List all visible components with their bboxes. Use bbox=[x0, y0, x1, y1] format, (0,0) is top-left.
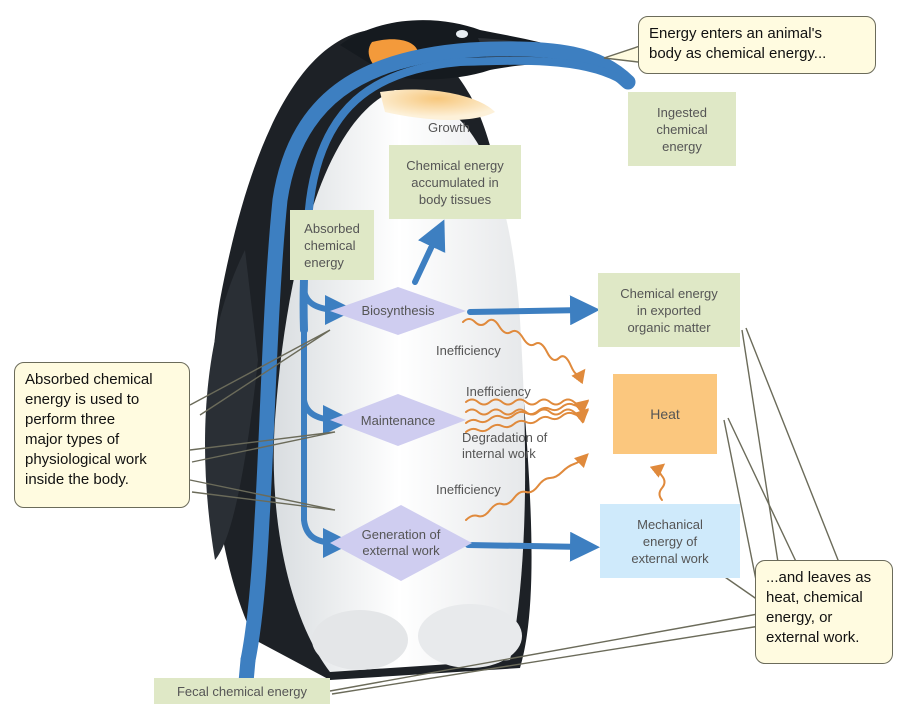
penguin-foot-right bbox=[418, 604, 522, 668]
callout-energy-enters-text: Energy enters an animal's body as chemic… bbox=[649, 25, 826, 62]
heat-box: Heat bbox=[613, 374, 717, 454]
callout-energy-enters: Energy enters an animal's body as chemic… bbox=[638, 16, 876, 74]
arrow-to-mechanical bbox=[468, 545, 585, 547]
mechanical-energy-box: Mechanical energy of external work bbox=[600, 504, 740, 578]
callout-leaves-as-text: ...and leaves as heat, chemical energy, … bbox=[766, 569, 871, 646]
callout-absorbed-used: Absorbed chemical energy is used to perf… bbox=[14, 362, 190, 508]
accumulated-energy-box: Chemical energy accumulated in body tiss… bbox=[389, 145, 521, 219]
heat-arrow-mechanical bbox=[660, 466, 665, 500]
inefficiency-label-3: Inefficiency bbox=[436, 482, 501, 498]
ingested-chemical-energy-box: Ingested chemical energy bbox=[628, 92, 736, 166]
growth-label: Growth bbox=[428, 120, 470, 136]
maintenance-label: Maintenance bbox=[340, 410, 456, 432]
callout-leaves-as: ...and leaves as heat, chemical energy, … bbox=[755, 560, 893, 664]
pointer-leaves-to-mechanical bbox=[722, 575, 758, 600]
fecal-chemical-energy-box: Fecal chemical energy bbox=[154, 678, 330, 704]
mechanical-energy-label: Mechanical energy of external work bbox=[631, 516, 708, 567]
absorbed-chemical-energy-box: Absorbed chemical energy bbox=[290, 210, 374, 280]
heat-label: Heat bbox=[650, 406, 680, 423]
degradation-label: Degradation of internal work bbox=[462, 430, 547, 462]
exported-organic-matter-label: Chemical energy in exported organic matt… bbox=[620, 285, 718, 336]
external-work-label: Generation of external work bbox=[338, 526, 464, 560]
accumulated-energy-label: Chemical energy accumulated in body tiss… bbox=[406, 157, 504, 208]
penguin-foot-left bbox=[312, 610, 408, 670]
exported-organic-matter-box: Chemical energy in exported organic matt… bbox=[598, 273, 740, 347]
arrow-to-exported bbox=[470, 310, 585, 312]
inefficiency-label-1: Inefficiency bbox=[436, 343, 501, 359]
absorbed-chemical-energy-label: Absorbed chemical energy bbox=[304, 220, 360, 271]
ingested-chemical-energy-label: Ingested chemical energy bbox=[656, 104, 707, 155]
callout-absorbed-used-text: Absorbed chemical energy is used to perf… bbox=[25, 371, 153, 488]
inefficiency-label-2: Inefficiency bbox=[466, 384, 531, 400]
fecal-chemical-energy-label: Fecal chemical energy bbox=[177, 683, 307, 700]
biosynthesis-label: Biosynthesis bbox=[340, 300, 456, 322]
penguin-eye bbox=[456, 30, 468, 38]
